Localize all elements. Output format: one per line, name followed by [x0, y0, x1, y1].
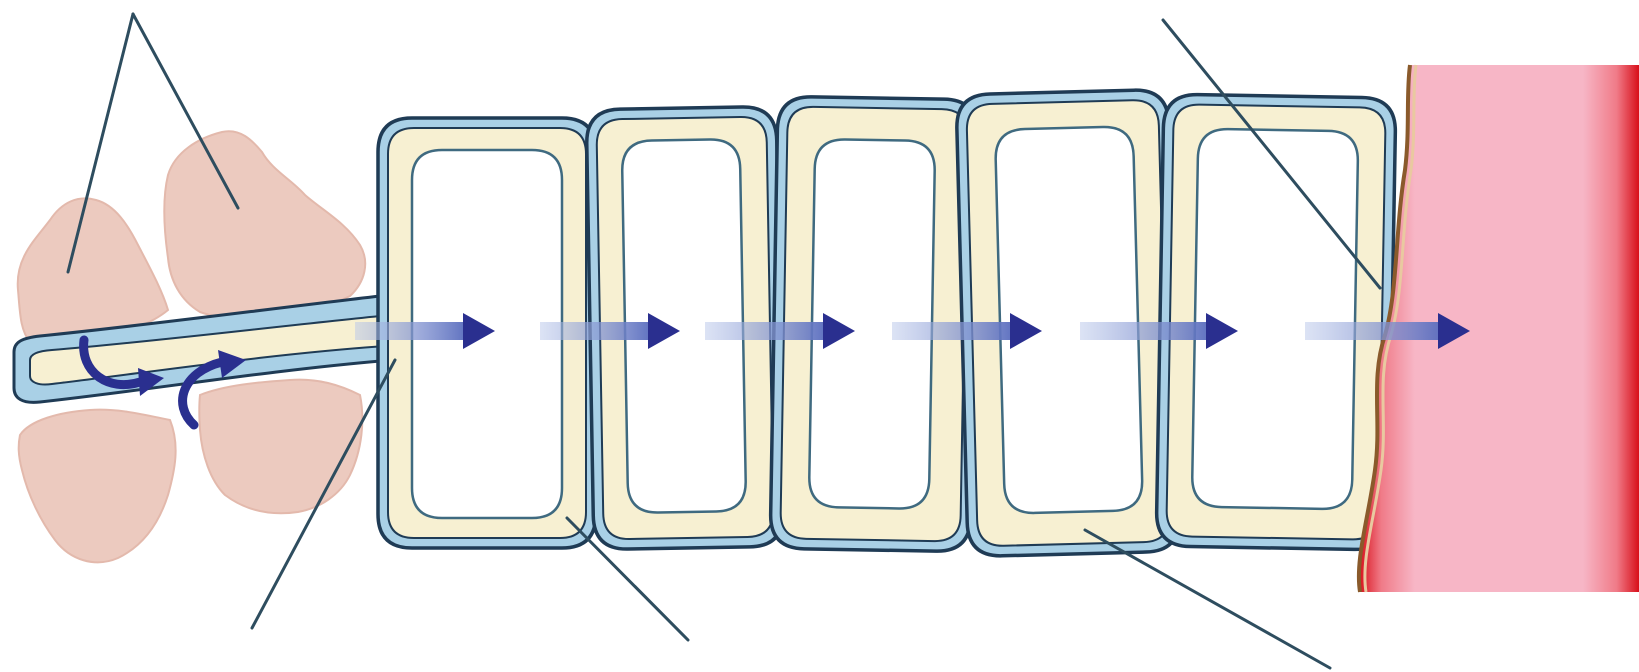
- arrow-shaft: [355, 322, 463, 340]
- particle-lower-left: [19, 410, 176, 563]
- arrow-shaft: [540, 322, 648, 340]
- particle-upper-right: [164, 131, 365, 318]
- particle-upper-left: [18, 198, 168, 343]
- arrow-shaft: [705, 322, 823, 340]
- leader-line-cytoplasm-fourth: [1085, 530, 1330, 668]
- arrow-shaft: [892, 322, 1010, 340]
- cell-vacuole: [1192, 129, 1359, 510]
- arrow-shaft: [1080, 322, 1206, 340]
- arrow-shaft: [1305, 322, 1438, 340]
- particle-lower-right: [199, 380, 362, 514]
